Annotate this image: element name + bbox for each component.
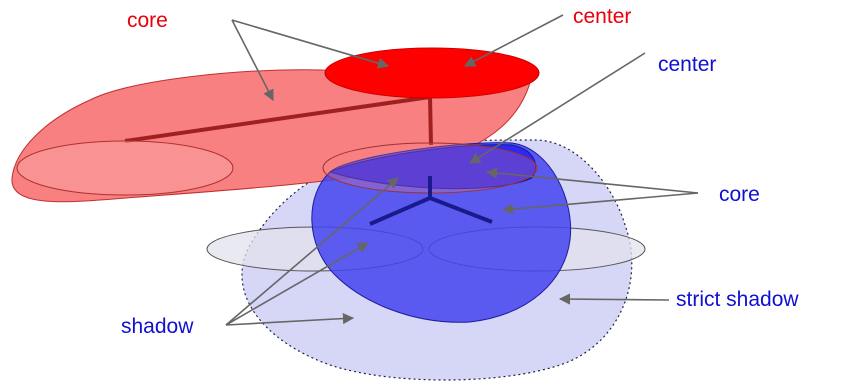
label-strict-shadow: strict shadow (676, 288, 799, 311)
blue-center-top (328, 144, 536, 190)
arrow-center-blue (469, 52, 646, 164)
red-skeleton-vertical (428, 96, 433, 146)
blue-skeleton-right (429, 196, 493, 224)
arrows (225, 14, 699, 326)
arrow-shadow-to-strict (225, 312, 355, 326)
arrow-core-blue-to-body (501, 192, 699, 215)
label-center-blue: center (658, 53, 716, 76)
arrow-core-red-to-body (231, 19, 274, 101)
red-end-ellipse (16, 140, 234, 196)
red-skeleton-horizontal (124, 95, 431, 143)
arrow-center-red (464, 14, 564, 67)
arrow-shadow-to-center (225, 177, 399, 326)
red-center-ellipse (324, 47, 540, 99)
arrow-shadow-to-left-ellipse (225, 242, 369, 326)
arrow-core-red-to-center (231, 19, 390, 69)
label-shadow: shadow (121, 315, 194, 338)
label-core-blue: core (719, 183, 760, 206)
blue-core-body (311, 142, 572, 323)
label-core-red: core (127, 9, 168, 32)
blue-skeleton-left (369, 196, 431, 226)
arrow-strict-shadow (558, 293, 670, 305)
label-center-red: center (573, 5, 631, 28)
arrow-core-blue-to-top (485, 167, 699, 194)
